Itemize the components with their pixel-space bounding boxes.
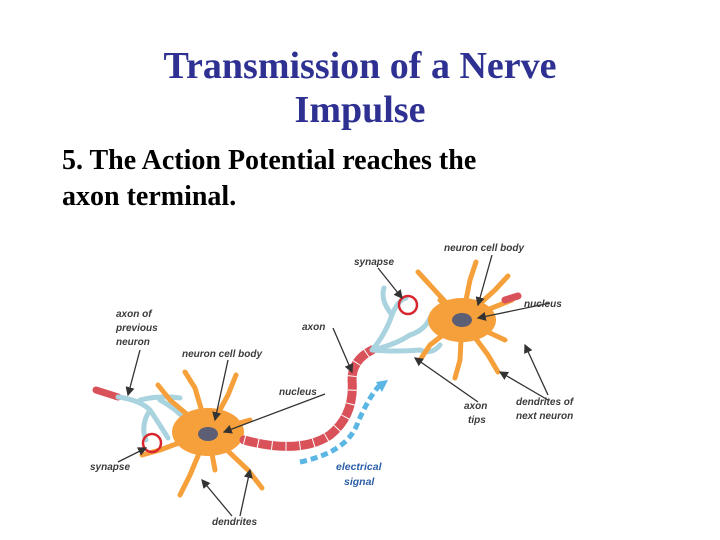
left-neuron-cell-body bbox=[139, 369, 265, 498]
label-nucleus-right: nucleus bbox=[524, 299, 562, 310]
right-nucleus bbox=[452, 313, 472, 327]
title-line-1: Transmission of a Nerve bbox=[163, 45, 557, 87]
label-dendrites-bottom: dendrites bbox=[212, 517, 257, 528]
left-nucleus bbox=[198, 427, 218, 441]
label-axon-of-previous-2: previous bbox=[115, 323, 158, 334]
label-axon-of-previous-3: neuron bbox=[116, 337, 150, 348]
previous-neuron-axon bbox=[92, 386, 189, 443]
title-line-2: Impulse bbox=[294, 89, 426, 131]
axon bbox=[239, 345, 377, 451]
electrical-signal bbox=[299, 380, 388, 465]
slide-body-text: 5. The Action Potential reaches the axon… bbox=[62, 143, 682, 215]
label-dendrites-next-1: dendrites of bbox=[516, 397, 575, 408]
body-line-1: 5. The Action Potential reaches the bbox=[62, 145, 477, 176]
right-neuron-cell-body bbox=[415, 259, 522, 381]
label-axon-tips-1: axon bbox=[464, 401, 487, 412]
label-dendrites-next-2: next neuron bbox=[516, 411, 573, 422]
label-nucleus-left: nucleus bbox=[279, 387, 317, 398]
slide-title: Transmission of a Nerve Impulse bbox=[0, 44, 720, 132]
label-axon-of-previous-1: axon of bbox=[116, 309, 153, 320]
label-pointers bbox=[117, 254, 551, 517]
label-neuron-cell-body-top: neuron cell body bbox=[444, 243, 524, 254]
label-electrical-signal-2: signal bbox=[344, 476, 375, 488]
label-neuron-cell-body-left: neuron cell body bbox=[182, 349, 262, 360]
label-synapse-bottom: synapse bbox=[90, 462, 130, 473]
synapse-circle-bottom bbox=[141, 432, 163, 454]
neuron-diagram: neuron cell body synapse nucleus axon ax… bbox=[90, 243, 575, 528]
synapse-circle-top bbox=[397, 294, 419, 316]
body-line-2: axon terminal. bbox=[62, 181, 237, 212]
label-synapse-top: synapse bbox=[354, 257, 394, 268]
label-axon: axon bbox=[302, 322, 325, 333]
label-axon-tips-2: tips bbox=[468, 415, 486, 426]
label-electrical-signal-1: electrical bbox=[336, 461, 383, 473]
